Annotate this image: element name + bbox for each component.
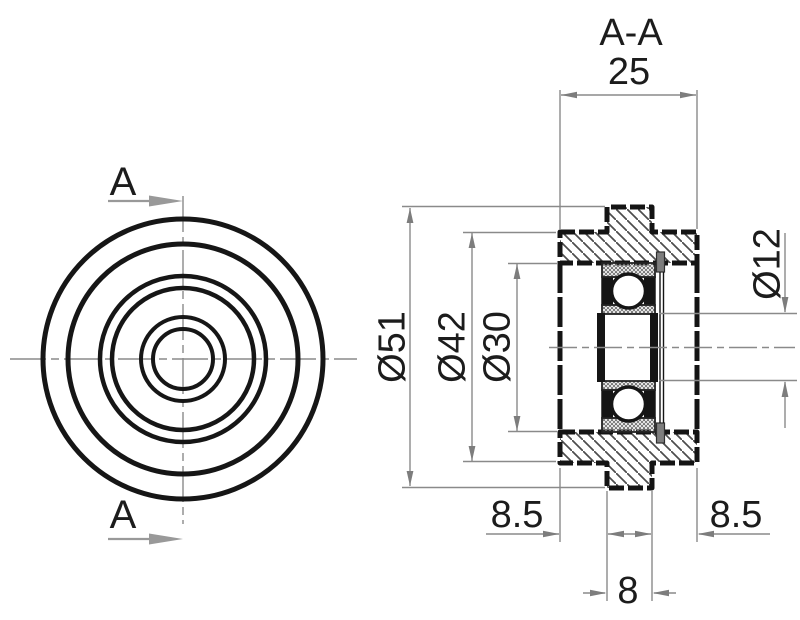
circle-bearing-od-d30 [97,273,269,445]
circle-bearing-outer-ring-inner [109,285,257,433]
section-title: A-A [599,12,663,54]
dimensions: 25 Ø51 Ø42 Ø30 [371,51,797,612]
svg-text:25: 25 [608,51,650,93]
cut-label-top: A [110,160,137,204]
wheel-section-bottom-cut [557,429,700,491]
circle-body-d42 [65,241,301,477]
svg-text:Ø12: Ø12 [746,228,788,300]
front-view: A A [10,160,357,545]
dim-body-diameter: Ø42 [431,231,556,463]
dim-outer-diameter: Ø51 [371,205,605,489]
svg-text:Ø30: Ø30 [476,311,518,383]
cut-label-bottom: A [110,493,137,537]
wheel-section-top-cut [557,204,700,266]
dim-right-offset: 8.5 [635,468,770,542]
dim-bore-diameter: Ø12 [659,228,797,428]
circle-outer-flange-d51 [40,216,326,502]
cut-arrow-bottom-icon [108,533,183,545]
dim-left-offset: 8.5 [486,468,651,542]
bearing-seal-bottom-left [602,390,613,418]
bearing-ball-top [609,272,648,310]
section-view: A-A [549,12,795,491]
dim-rib-width: 8 [583,491,676,612]
svg-text:Ø42: Ø42 [431,311,473,383]
circle-bore-d12 [151,327,215,391]
bearing-seal-top-right [644,277,655,305]
svg-text:8.5: 8.5 [491,494,544,536]
svg-text:8.5: 8.5 [710,494,763,536]
svg-text:Ø51: Ø51 [371,311,413,383]
circlip-bottom [655,422,666,444]
circle-bearing-inner-ring-shoulder [139,315,227,403]
circlip-top [655,251,666,273]
dim-bearing-diameter: Ø30 [476,262,557,433]
svg-text:8: 8 [617,570,638,612]
cut-arrow-top-icon [108,195,183,207]
dim-total-width: 25 [559,51,698,229]
bearing-seal-bottom-right [644,390,655,418]
bearing-ball-bottom [609,385,648,423]
bearing-seal-top-left [602,277,613,305]
